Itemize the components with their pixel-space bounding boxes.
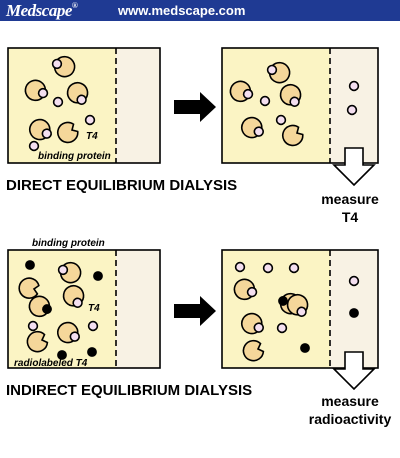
free-t4 [27, 320, 39, 332]
registered-mark: ® [71, 1, 78, 10]
free-t4 [275, 114, 287, 126]
measure-label: measure [321, 191, 379, 207]
free-t4 [234, 261, 246, 273]
indirect-before-box [7, 249, 161, 369]
measure-label: measure [321, 393, 379, 409]
dialysis-diagram: T4 binding protein DIRECT EQUILIBRIUM DI… [6, 47, 392, 427]
site-url: www.medscape.com [118, 3, 246, 18]
direct-title: DIRECT EQUILIBRIUM DIALYSIS [6, 177, 237, 194]
process-arrow [174, 296, 216, 326]
radiolabeled-t4 [87, 347, 97, 357]
t4-label: T4 [88, 303, 100, 314]
free-t4 [52, 96, 64, 108]
radiolabeled-t4 [349, 308, 359, 318]
process-arrow [174, 92, 216, 122]
t4-label: T4 [86, 131, 98, 142]
radiolabeled-t4 [300, 343, 310, 353]
indirect-title: INDIRECT EQUILIBRIUM DIALYSIS [6, 382, 252, 399]
measure-target: radioactivity [309, 411, 392, 427]
free-t4 [276, 322, 288, 334]
radiolabeled-t4 [93, 271, 103, 281]
free-t4 [259, 95, 271, 107]
header-bar: Medscape® www.medscape.com [0, 0, 400, 21]
free-t4 [28, 140, 40, 152]
binding-protein-label: binding protein [32, 238, 105, 249]
indirect-after-box [221, 249, 379, 369]
free-t4 [288, 262, 300, 274]
free-t4 [84, 114, 96, 126]
direct-before-box [7, 47, 161, 164]
free-t4 [348, 80, 360, 92]
brand-logo: Medscape® [6, 1, 78, 21]
free-t4 [346, 104, 358, 116]
free-t4 [87, 320, 99, 332]
free-t4 [262, 262, 274, 274]
binding-protein-label: binding protein [38, 151, 111, 162]
direct-after-box [221, 47, 379, 164]
brand-name: Medscape [6, 1, 72, 20]
radiolabeled-t4-label: radiolabeled T4 [14, 358, 88, 369]
measure-target: T4 [342, 209, 359, 225]
free-t4 [348, 275, 360, 287]
radiolabeled-t4 [25, 260, 35, 270]
